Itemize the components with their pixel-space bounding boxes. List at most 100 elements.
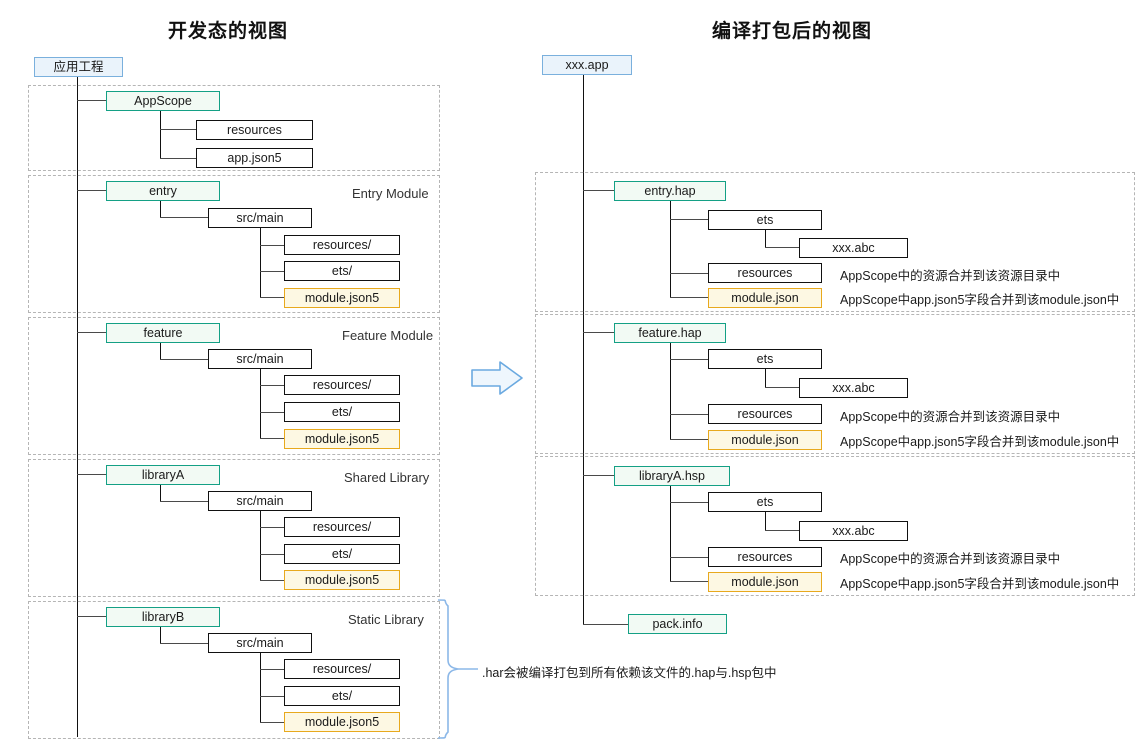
connector xyxy=(260,369,261,438)
connector xyxy=(260,271,284,272)
connector xyxy=(160,627,161,644)
node-entry-modulejson5[interactable]: module.json5 xyxy=(284,288,400,308)
node-librarya[interactable]: libraryA xyxy=(106,465,220,485)
connector xyxy=(670,414,708,415)
node-entry[interactable]: entry xyxy=(106,181,220,201)
right-root-node[interactable]: xxx.app xyxy=(542,55,632,75)
node-librarya-srcmain[interactable]: src/main xyxy=(208,491,312,511)
connector xyxy=(160,217,208,218)
connector xyxy=(260,580,284,581)
node-appscope-resources[interactable]: resources xyxy=(196,120,313,140)
connector xyxy=(260,438,284,439)
connector xyxy=(670,502,708,503)
node-entry-resources[interactable]: resources/ xyxy=(284,235,400,255)
connector xyxy=(583,475,614,476)
node-libraryb-ets[interactable]: ets/ xyxy=(284,686,400,706)
connector xyxy=(670,219,708,220)
node-pack-info[interactable]: pack.info xyxy=(628,614,727,634)
connector xyxy=(260,245,284,246)
connector xyxy=(160,485,161,502)
connector xyxy=(160,359,208,360)
connector xyxy=(670,581,708,582)
node-libraryb[interactable]: libraryB xyxy=(106,607,220,627)
note-librarya-hsp-resources: AppScope中的资源合并到该资源目录中 xyxy=(840,552,1061,566)
note-feature-hap-resources: AppScope中的资源合并到该资源目录中 xyxy=(840,410,1061,424)
group-static-library xyxy=(28,601,440,739)
node-libraryb-modulejson5[interactable]: module.json5 xyxy=(284,712,400,732)
node-feature[interactable]: feature xyxy=(106,323,220,343)
node-entry-hap-abc[interactable]: xxx.abc xyxy=(799,238,908,258)
group-label-shared: Shared Library xyxy=(344,470,430,485)
node-feature-hap[interactable]: feature.hap xyxy=(614,323,726,343)
connector xyxy=(670,359,708,360)
node-entry-srcmain[interactable]: src/main xyxy=(208,208,312,228)
group-entry-hap xyxy=(535,172,1135,312)
node-libraryb-srcmain[interactable]: src/main xyxy=(208,633,312,653)
connector xyxy=(765,369,766,387)
group-appscope xyxy=(28,85,440,171)
connector xyxy=(260,669,284,670)
connector xyxy=(77,332,106,333)
connector xyxy=(765,530,799,531)
node-librarya-hsp-modulejson[interactable]: module.json xyxy=(708,572,822,592)
har-brace xyxy=(437,599,478,739)
node-librarya-hsp-resources[interactable]: resources xyxy=(708,547,822,567)
node-librarya-hsp-ets[interactable]: ets xyxy=(708,492,822,512)
node-librarya-ets[interactable]: ets/ xyxy=(284,544,400,564)
note-librarya-hsp-modulejson: AppScope中app.json5字段合并到该module.json中 xyxy=(840,577,1120,591)
connector xyxy=(260,527,284,528)
connector xyxy=(670,297,708,298)
node-entry-ets[interactable]: ets/ xyxy=(284,261,400,281)
note-entry-hap-modulejson: AppScope中app.json5字段合并到该module.json中 xyxy=(840,293,1120,307)
connector xyxy=(77,474,106,475)
node-libraryb-resources[interactable]: resources/ xyxy=(284,659,400,679)
node-feature-hap-ets[interactable]: ets xyxy=(708,349,822,369)
note-entry-hap-resources: AppScope中的资源合并到该资源目录中 xyxy=(840,269,1061,283)
connector xyxy=(765,387,799,388)
node-librarya-modulejson5[interactable]: module.json5 xyxy=(284,570,400,590)
node-librarya-hsp-abc[interactable]: xxx.abc xyxy=(799,521,908,541)
connector xyxy=(670,486,671,582)
group-label-static: Static Library xyxy=(348,612,424,627)
right-panel-title: 编译打包后的视图 xyxy=(712,21,873,42)
connector xyxy=(160,111,161,159)
left-root-node[interactable]: 应用工程 xyxy=(34,57,123,77)
node-librarya-hsp[interactable]: libraryA.hsp xyxy=(614,466,730,486)
node-feature-resources[interactable]: resources/ xyxy=(284,375,400,395)
connector xyxy=(260,696,284,697)
har-note-text: .har会被编译打包到所有依赖该文件的.hap与.hsp包中 xyxy=(482,666,777,680)
node-entry-hap-ets[interactable]: ets xyxy=(708,210,822,230)
connector xyxy=(260,297,284,298)
right-arrow-icon xyxy=(471,361,523,395)
connector xyxy=(260,228,261,297)
node-appscope[interactable]: AppScope xyxy=(106,91,220,111)
connector xyxy=(670,439,708,440)
node-feature-ets[interactable]: ets/ xyxy=(284,402,400,422)
connector xyxy=(160,201,161,218)
node-entry-hap[interactable]: entry.hap xyxy=(614,181,726,201)
connector xyxy=(260,554,284,555)
left-panel-title: 开发态的视图 xyxy=(168,21,289,42)
node-feature-modulejson5[interactable]: module.json5 xyxy=(284,429,400,449)
node-feature-hap-abc[interactable]: xxx.abc xyxy=(799,378,908,398)
connector xyxy=(670,201,671,297)
connector xyxy=(670,343,671,439)
node-librarya-resources[interactable]: resources/ xyxy=(284,517,400,537)
right-trunk-line xyxy=(583,75,584,624)
group-label-entry: Entry Module xyxy=(352,186,429,201)
node-appscope-appjson5[interactable]: app.json5 xyxy=(196,148,313,168)
connector xyxy=(160,643,208,644)
node-entry-hap-modulejson[interactable]: module.json xyxy=(708,288,822,308)
node-feature-hap-modulejson[interactable]: module.json xyxy=(708,430,822,450)
node-feature-srcmain[interactable]: src/main xyxy=(208,349,312,369)
connector xyxy=(670,273,708,274)
node-entry-hap-resources[interactable]: resources xyxy=(708,263,822,283)
group-entry-module xyxy=(28,175,440,313)
group-label-feature: Feature Module xyxy=(342,328,434,343)
connector xyxy=(260,653,261,722)
node-feature-hap-resources[interactable]: resources xyxy=(708,404,822,424)
connector xyxy=(765,230,766,248)
connector xyxy=(765,512,766,530)
connector xyxy=(583,190,614,191)
